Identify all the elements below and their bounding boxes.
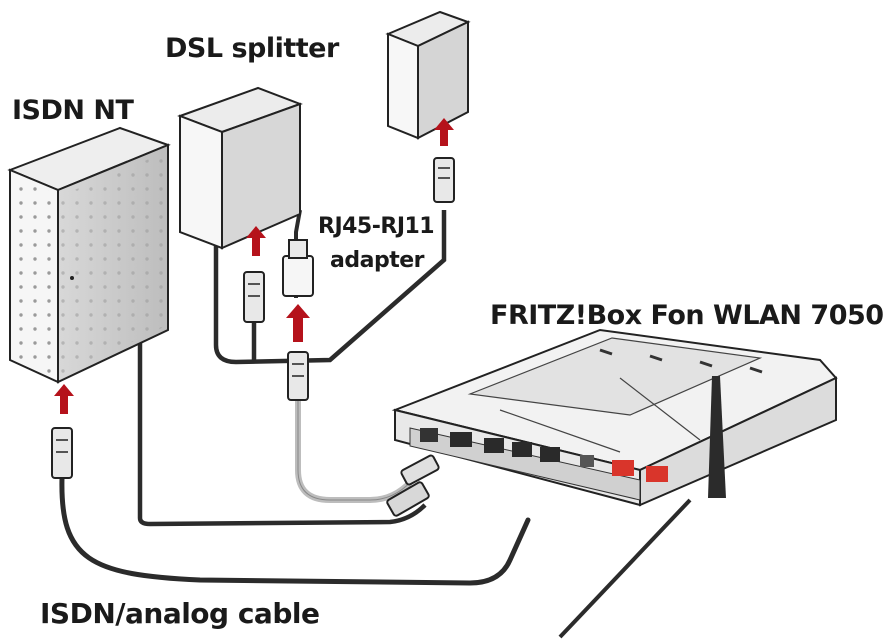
wall-socket-device [385, 10, 471, 140]
arrows [54, 118, 454, 414]
label-isdn-nt: ISDN NT [12, 95, 134, 126]
arrow-up-icon [286, 304, 310, 342]
label-fritzbox: FRITZ!Box Fon WLAN 7050 [490, 300, 884, 331]
plug-dsl [287, 351, 309, 401]
isdn-analog-cable [59, 475, 531, 586]
plug-splitter-bottom [243, 271, 265, 323]
arrow-up-icon [54, 384, 74, 414]
diagram: ISDN NT DSL splitter RJ45-RJ11 adapter F… [7, 10, 884, 639]
label-adapter: adapter [330, 248, 424, 273]
plug-isdn [51, 427, 73, 479]
fritzbox-router [386, 328, 838, 517]
lan-port-2 [646, 466, 668, 482]
plug-wall [433, 157, 455, 203]
rj45-rj11-adapter [282, 239, 314, 297]
antenna [708, 376, 726, 498]
label-rj45-rj11: RJ45-RJ11 [318, 214, 435, 239]
label-dsl-splitter: DSL splitter [165, 33, 339, 64]
nt-router-cable [137, 335, 427, 527]
label-isdn-analog-cable: ISDN/analog cable [40, 597, 320, 630]
arrow-up-icon [246, 226, 266, 256]
isdn-nt-device [7, 126, 171, 384]
diagram-canvas [7, 10, 838, 639]
dsl-splitter-device [177, 86, 303, 250]
power-cable [558, 498, 692, 639]
lan-port-1 [612, 460, 634, 476]
arrow-up-icon [434, 118, 454, 146]
